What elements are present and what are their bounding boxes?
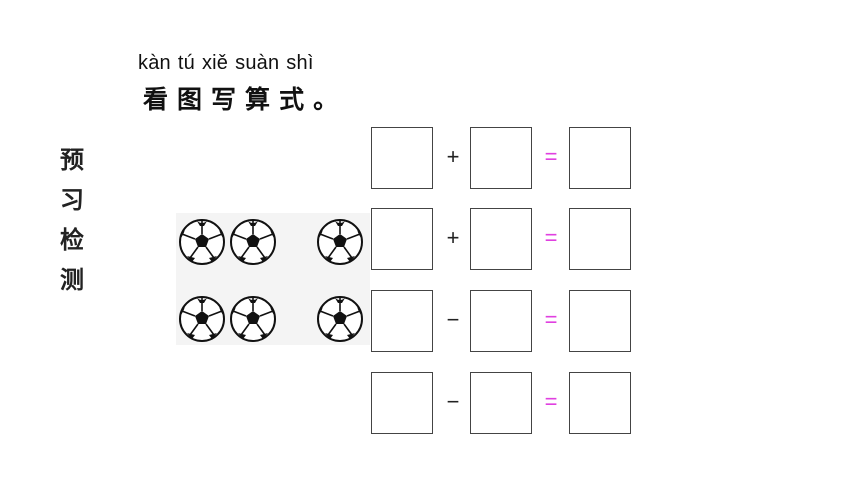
answer-box-result[interactable] (569, 290, 631, 352)
title-char: 写 (211, 85, 237, 114)
equals-sign: = (544, 225, 558, 250)
operator-sign: − (446, 307, 460, 332)
page-title: 看图写算式。 (143, 80, 347, 116)
pinyin-syllable: kàn (138, 52, 171, 74)
pinyin-syllable: suàn (235, 52, 280, 74)
title-char: 算 (245, 85, 271, 114)
answer-box-second[interactable] (470, 372, 532, 434)
answer-box-first[interactable] (371, 208, 433, 270)
answer-box-result[interactable] (569, 208, 631, 270)
soccer-ball-icon (178, 295, 226, 343)
answer-box-result[interactable] (569, 372, 631, 434)
title-char: 看 (143, 85, 169, 114)
operator-sign: + (446, 225, 460, 250)
side-label-char: 检 (60, 226, 84, 254)
soccer-ball-icon (178, 218, 226, 266)
pinyin-syllable: xiě (201, 52, 229, 74)
answer-box-first[interactable] (371, 372, 433, 434)
answer-box-first[interactable] (371, 290, 433, 352)
side-label-char: 预 (60, 146, 84, 174)
operator-sign: + (446, 144, 460, 169)
equals-sign: = (544, 389, 558, 414)
pinyin-syllable: tú (177, 52, 195, 74)
title-char: 图 (177, 85, 203, 114)
soccer-ball-icon (316, 218, 364, 266)
answer-box-second[interactable] (470, 127, 532, 189)
answer-box-second[interactable] (470, 208, 532, 270)
answer-box-result[interactable] (569, 127, 631, 189)
answer-box-second[interactable] (470, 290, 532, 352)
soccer-ball-icon (229, 218, 277, 266)
equals-sign: = (544, 144, 558, 169)
pinyin-syllable: shì (286, 52, 314, 74)
operator-sign: − (446, 389, 460, 414)
soccer-ball-icon (229, 295, 277, 343)
soccer-ball-icon (316, 295, 364, 343)
title-char: 。 (313, 85, 339, 114)
title-char: 式 (279, 85, 305, 114)
side-label-char: 测 (60, 266, 84, 294)
side-label-char: 习 (60, 186, 84, 214)
equals-sign: = (544, 307, 558, 332)
answer-box-first[interactable] (371, 127, 433, 189)
side-label: 预 习 检 测 (56, 140, 88, 300)
